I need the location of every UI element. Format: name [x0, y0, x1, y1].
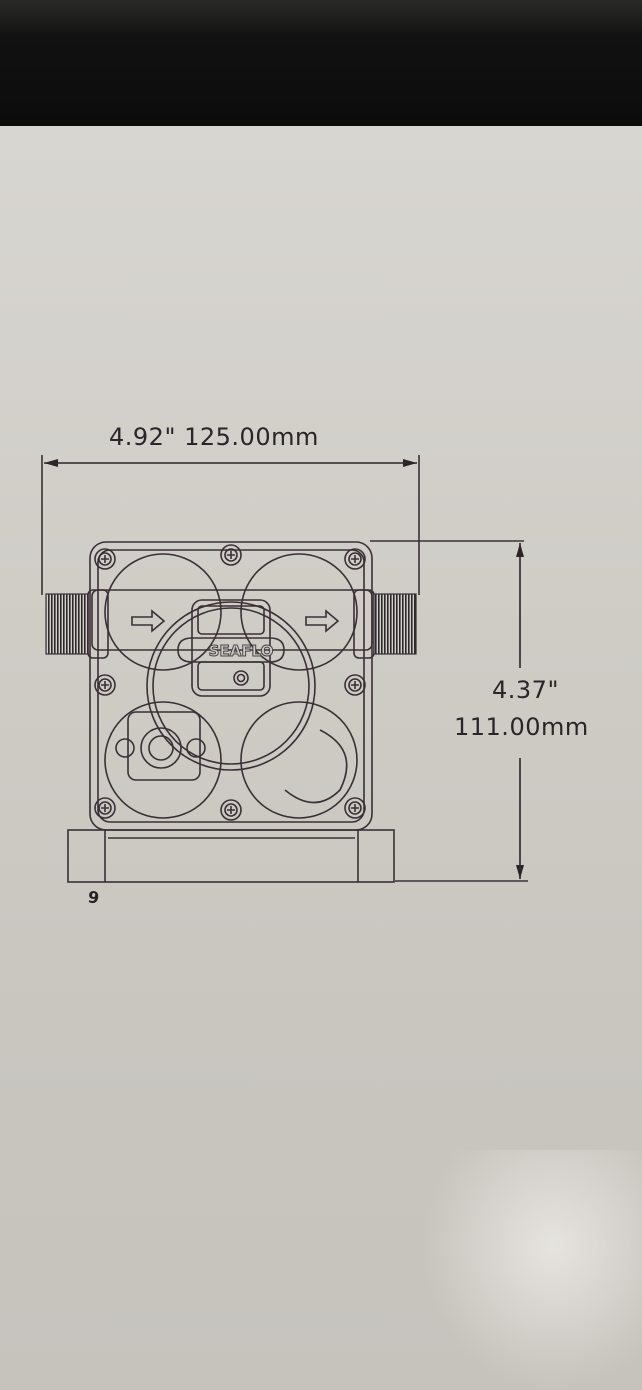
height-dimension-inches: 4.37" [492, 676, 559, 704]
inlet-thread [45, 593, 89, 655]
flow-arrow-inlet-icon [131, 609, 166, 633]
height-dimension-mm: 111.00mm [454, 713, 589, 741]
screw-icons [94, 544, 366, 821]
flow-arrow-outlet-icon [305, 609, 340, 633]
dark-background-surface [0, 0, 642, 126]
light-glare [420, 1150, 642, 1390]
height-dimension-line [370, 540, 528, 882]
pump-housing [67, 541, 395, 883]
width-dimension-line [41, 455, 420, 595]
brand-logo: SEAFLO [209, 642, 274, 660]
outlet-thread [373, 593, 417, 655]
width-dimension-label: 4.92" 125.00mm [109, 423, 319, 451]
